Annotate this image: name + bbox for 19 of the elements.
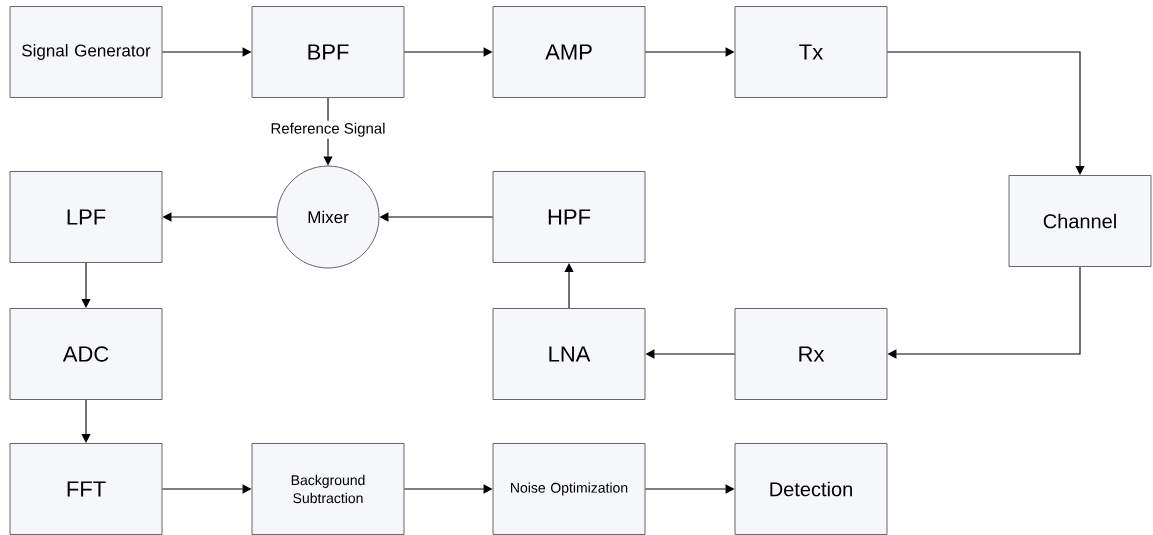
arrow <box>81 399 91 443</box>
arrow <box>81 262 91 308</box>
process-box: Noise Optimization <box>492 443 646 535</box>
process-box: BPF <box>251 6 405 98</box>
process-box: HPF <box>492 171 646 263</box>
process-box: LNA <box>492 308 646 400</box>
process-box: Tx <box>734 6 888 98</box>
process-box: FFT <box>9 443 163 535</box>
process-box: Channel <box>1008 175 1152 267</box>
process-box: ADC <box>9 308 163 400</box>
process-box: AMP <box>492 6 646 98</box>
process-box: Background Subtraction <box>251 443 405 535</box>
process-box: Signal Generator <box>9 6 163 98</box>
arrow <box>564 263 574 309</box>
edge-label: Reference Signal <box>268 120 388 139</box>
process-box: Detection <box>734 443 888 535</box>
process-box: Rx <box>734 308 888 400</box>
arrow <box>886 51 1085 175</box>
process-box: LPF <box>9 171 163 263</box>
